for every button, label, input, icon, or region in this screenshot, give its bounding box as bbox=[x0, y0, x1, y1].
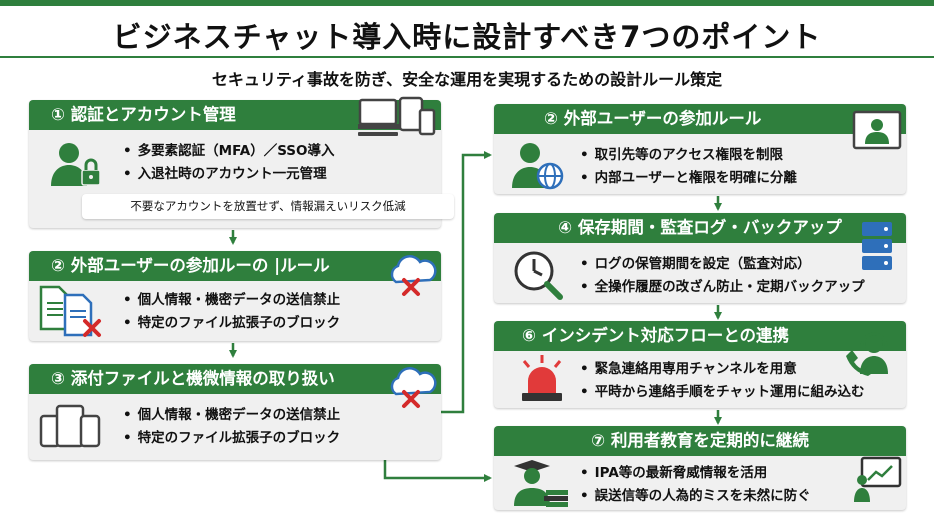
bullet-item: 個人情報・機密データの送信禁止 bbox=[123, 404, 341, 427]
clock-search-icon bbox=[514, 251, 563, 300]
card-user-education: ⑦ 利用者教育を定期的に継続 IPA等の最新脅威情報を活用 誤送信等の人為的ミス… bbox=[494, 426, 906, 510]
card-heading: ② 外部ユーザーの参加ルーの |ルール bbox=[29, 251, 441, 281]
bullet-item: 特定のファイル拡張子のブロック bbox=[123, 427, 341, 450]
presentation-board-icon bbox=[854, 456, 902, 502]
card-attachments: ③ 添付ファイルと機微情報の取り扱い 個人情報・機密データの送信禁止 特定のファ… bbox=[29, 364, 441, 460]
bullet-list: 緊急連絡用専用チャンネルを用意 平時から連絡手順をチャット運用に組み込む bbox=[580, 358, 865, 404]
bullet-list: 多要素認証（MFA）／SSO導入 入退社時のアカウント一元管理 bbox=[123, 140, 335, 186]
bullet-item: IPA等の最新脅威情報を活用 bbox=[580, 462, 811, 485]
bullet-list: 取引先等のアクセス権限を制限 内部ユーザーと権限を明確に分離 bbox=[580, 144, 797, 190]
bullet-item: 内部ユーザーと権限を明確に分離 bbox=[580, 167, 797, 190]
page-subtitle: セキュリティ事故を防ぎ、安全な運用を実現するための設計ルール策定 bbox=[211, 70, 723, 89]
top-accent-bar bbox=[0, 0, 934, 6]
bullet-item: 平時から連絡手順をチャット運用に組み込む bbox=[580, 381, 865, 404]
card-retention-audit-backup: ④ 保存期間・監査ログ・バックアップ ログの保管期間を設定（監査対応） 全操作履… bbox=[494, 213, 906, 303]
alarm-light-icon bbox=[522, 355, 562, 401]
card-incident-response: ⑥ インシデント対応フローとの連携 緊急連絡用専用チャンネルを用意 平時から連絡… bbox=[494, 321, 906, 408]
card-heading: ④ 保存期間・監査ログ・バックアップ bbox=[494, 213, 906, 243]
server-icon bbox=[862, 222, 892, 270]
card-heading: ⑦ 利用者教育を定期的に継続 bbox=[494, 426, 906, 456]
card-external-users-right: ② 外部ユーザーの参加ルール 取引先等のアクセス権限を制限 内部ユーザーと権限を… bbox=[494, 104, 906, 194]
arrow-card3-to-right-bottom bbox=[383, 458, 492, 482]
page-title: ビジネスチャット導入時に設計すべき7つのポイント bbox=[112, 20, 822, 54]
card-heading: ③ 添付ファイルと機微情報の取り扱い bbox=[29, 364, 441, 394]
bullet-item: 多要素認証（MFA）／SSO導入 bbox=[123, 140, 335, 163]
bullet-list: IPA等の最新脅威情報を活用 誤送信等の人為的ミスを未然に防ぐ bbox=[580, 462, 811, 508]
video-screen-icon bbox=[852, 110, 902, 150]
graduate-books-icon bbox=[514, 460, 568, 507]
bullet-item: 全操作履歴の改ざん防止・定期バックアップ bbox=[580, 276, 865, 299]
bullet-item: 個人情報・機密データの送信禁止 bbox=[123, 289, 341, 312]
bullet-item: 入退社時のアカウント一元管理 bbox=[123, 163, 335, 186]
bullet-list: ログの保管期間を設定（監査対応） 全操作履歴の改ざん防止・定期バックアップ bbox=[580, 253, 865, 299]
documents-blocked-icon bbox=[39, 285, 101, 337]
bullet-item: 取引先等のアクセス権限を制限 bbox=[580, 144, 797, 167]
headset-icon bbox=[846, 332, 888, 376]
user-lock-icon bbox=[51, 143, 101, 186]
bullet-item: ログの保管期間を設定（監査対応） bbox=[580, 253, 865, 276]
card-heading: ⑥ インシデント対応フローとの連携 bbox=[494, 321, 906, 351]
bullet-list: 個人情報・機密データの送信禁止 特定のファイル拡張子のブロック bbox=[123, 289, 341, 335]
bullet-list: 個人情報・機密データの送信禁止 特定のファイル拡張子のブロック bbox=[123, 404, 341, 450]
devices-icon bbox=[358, 96, 436, 136]
user-globe-icon bbox=[512, 143, 564, 190]
arrow-card3-to-right-top bbox=[441, 151, 492, 414]
bullet-item: 誤送信等の人為的ミスを未然に防ぐ bbox=[580, 485, 811, 508]
cloud-blocked-icon bbox=[390, 255, 437, 296]
cloud-blocked-icon bbox=[390, 367, 437, 408]
tablets-icon bbox=[39, 404, 101, 448]
card-external-users-left: ② 外部ユーザーの参加ルーの |ルール 個人情報・機密データの送信禁止 特定のフ… bbox=[29, 251, 441, 341]
card-note: 不要なアカウントを放置せず、情報漏えいリスク低減 bbox=[82, 194, 454, 219]
bullet-item: 緊急連絡用専用チャンネルを用意 bbox=[580, 358, 865, 381]
card-heading: ② 外部ユーザーの参加ルール bbox=[494, 104, 906, 134]
title-divider bbox=[0, 56, 934, 58]
bullet-item: 特定のファイル拡張子のブロック bbox=[123, 312, 341, 335]
